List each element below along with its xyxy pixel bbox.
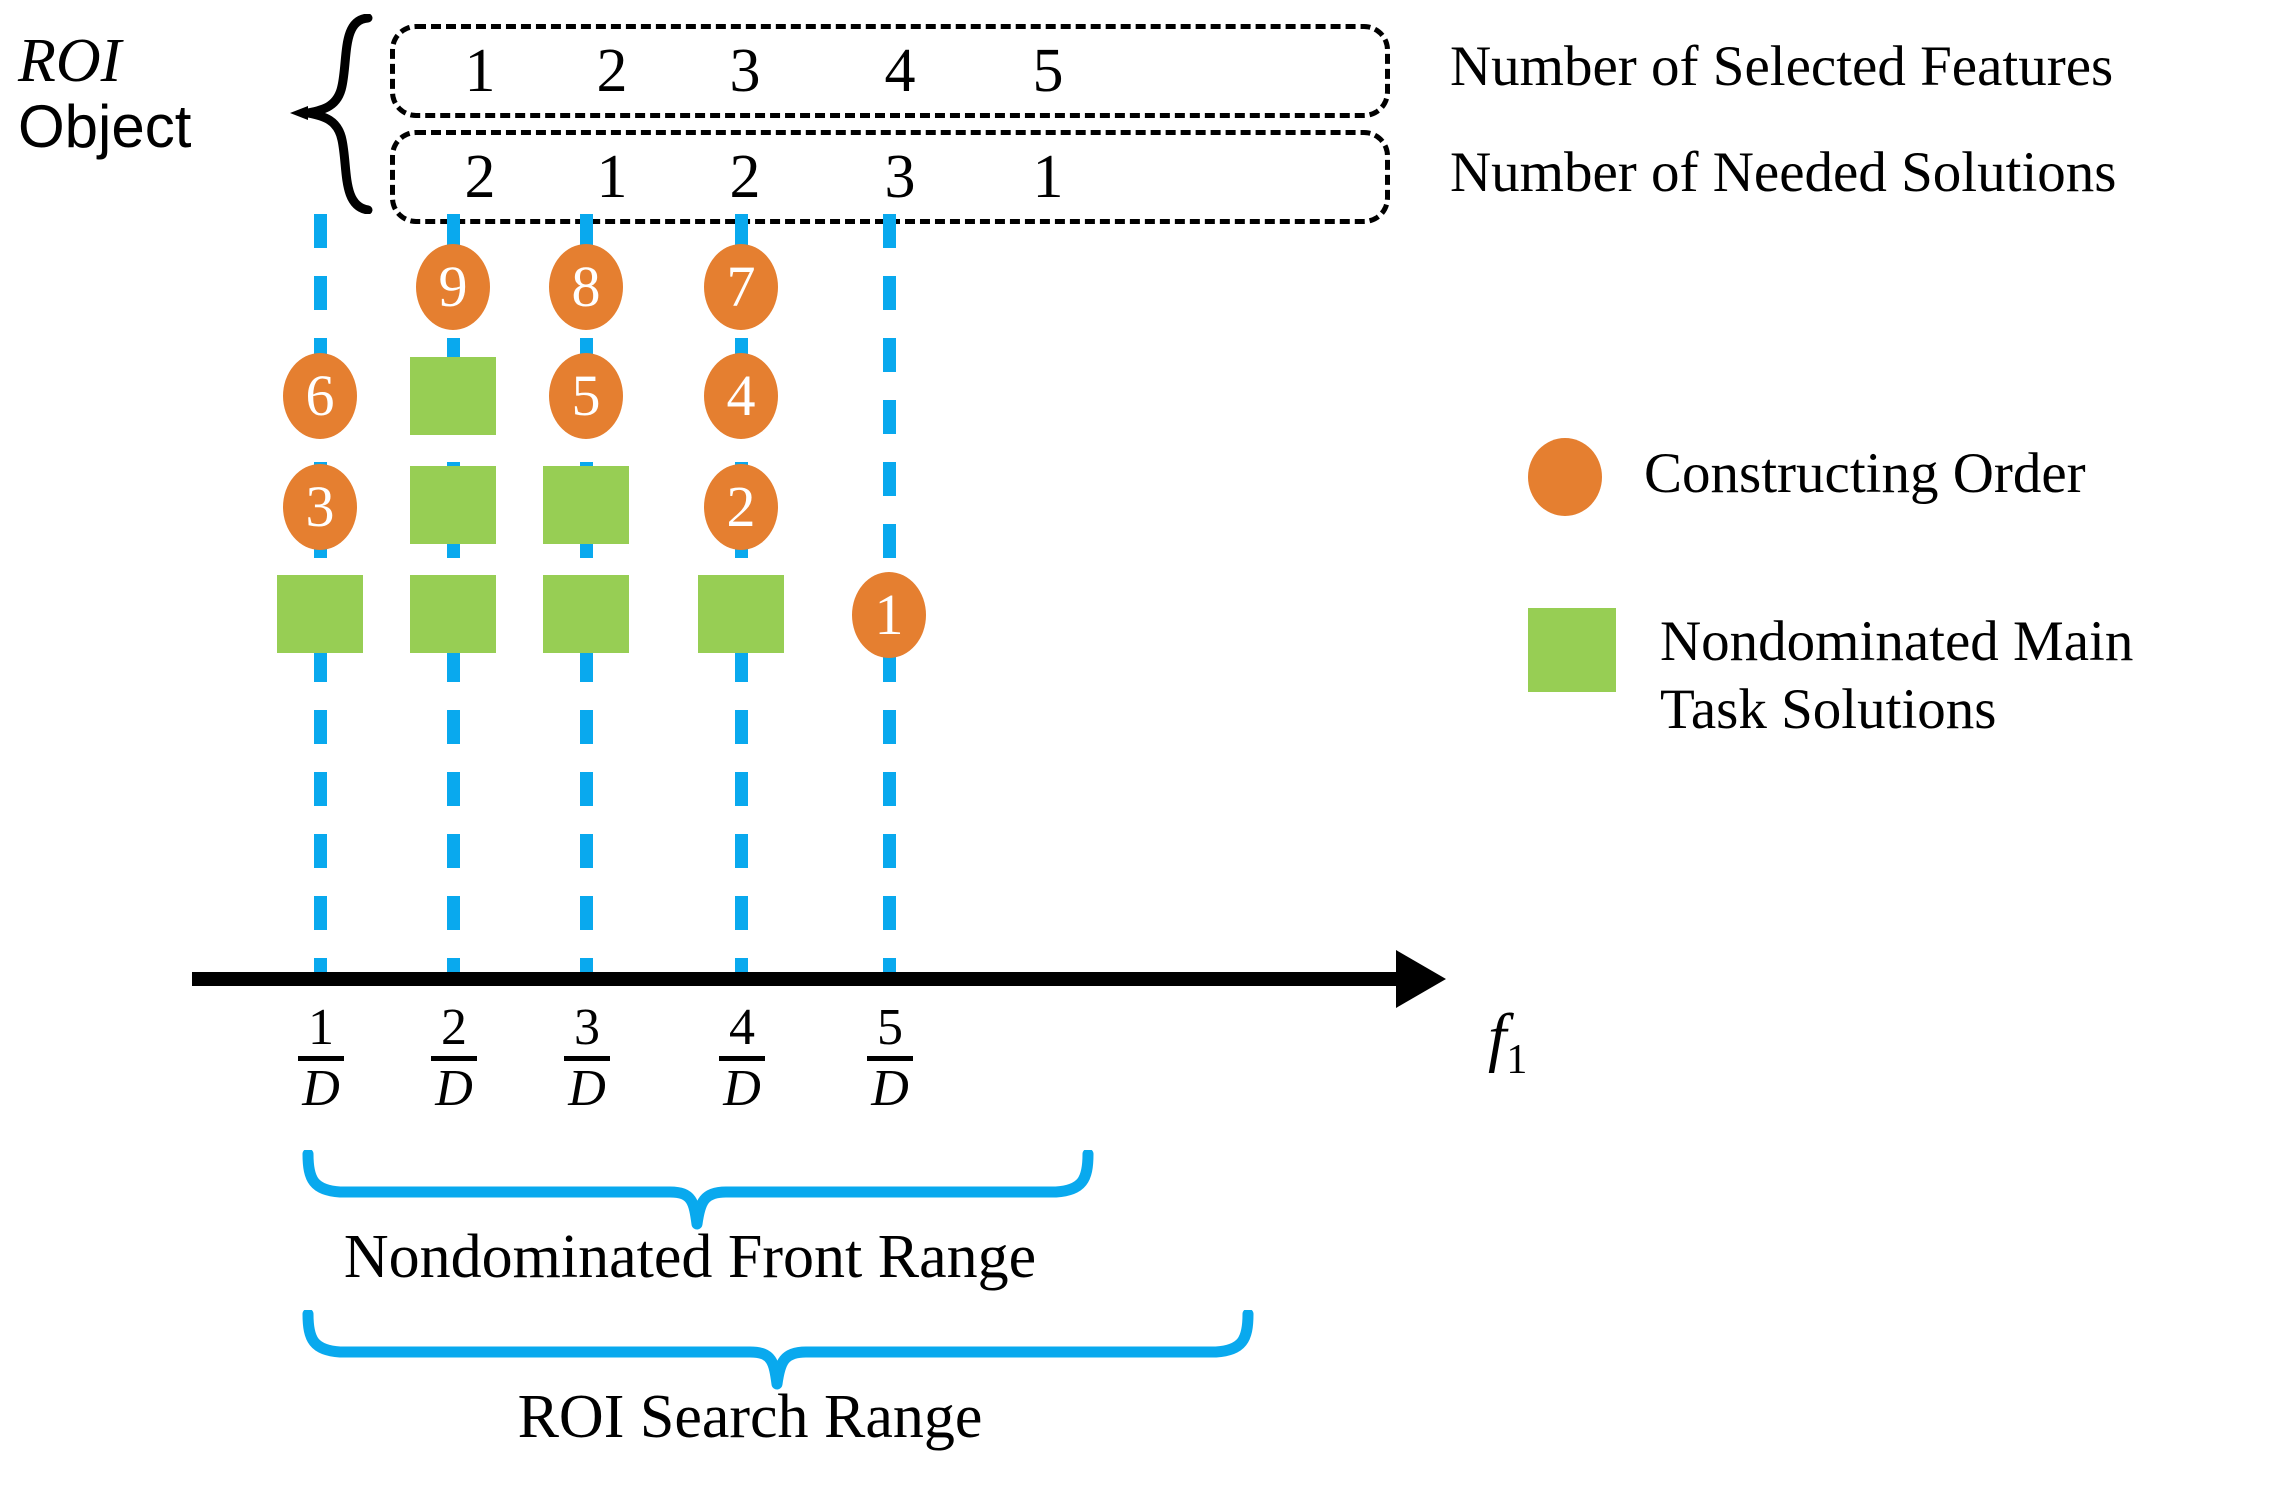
roi-curly-brace [272,13,392,215]
order-marker-1: 1 [852,572,926,658]
legend-nondominated-label: Nondominated Main Task Solutions [1660,608,2260,745]
x-axis-variable: f [1488,1001,1507,1074]
x-axis-line [192,972,1402,986]
order-marker-7: 7 [704,244,778,330]
legend-nondominated-line2: Task Solutions [1660,678,1997,742]
nondominated-square-c3-l2 [543,466,629,544]
axis-tick-1-fraction-bar [298,1056,344,1061]
axis-tick-5-numerator: 5 [877,999,903,1056]
axis-tick-1-denominator: D [302,1060,340,1117]
axis-tick-4-fraction-bar [719,1056,765,1061]
selected-features-box: 1 2 3 4 5 [390,24,1390,118]
features-cell-5: 5 [1032,37,1064,105]
features-cell-3: 3 [729,37,761,105]
solutions-cell-4: 3 [884,143,916,211]
features-cell-4: 4 [884,37,916,105]
axis-tick-3-denominator: D [568,1060,606,1117]
features-cell-2: 2 [596,37,628,105]
needed-solutions-box: 2 1 2 3 1 [390,130,1390,224]
axis-tick-1: 1 D [261,1002,381,1115]
axis-tick-3: 3 D [527,1002,647,1115]
needed-solutions-label: Number of Needed Solutions [1450,141,2117,204]
order-marker-3: 3 [283,464,357,550]
order-marker-9: 9 [416,244,490,330]
nondominated-square-c3-l1 [543,575,629,653]
axis-tick-2-numerator: 2 [441,999,467,1056]
order-marker-2: 2 [704,464,778,550]
nondominated-square-c4-l1 [698,575,784,653]
axis-tick-2: 2 D [394,1002,514,1115]
axis-tick-3-numerator: 3 [574,999,600,1056]
nondominated-square-c2-l3 [410,357,496,435]
axis-tick-4-numerator: 4 [729,999,755,1056]
nondominated-square-c2-l2 [410,466,496,544]
solutions-cell-3: 2 [729,143,761,211]
roi-search-range-brace [300,1308,1260,1390]
nondominated-square-c2-l1 [410,575,496,653]
x-axis-variable-label: f1 [1488,1000,1527,1084]
nondominated-square-c1-l1 [277,575,363,653]
order-marker-5: 5 [549,353,623,439]
order-marker-8: 8 [549,244,623,330]
nondominated-front-range-brace [300,1148,1100,1230]
x-axis-subscript: 1 [1506,1037,1528,1084]
axis-tick-3-fraction-bar [564,1056,610,1061]
axis-tick-4-denominator: D [723,1060,761,1117]
axis-tick-5: 5 D [830,1002,950,1115]
legend-square-icon [1528,608,1616,692]
roi-label-line1: ROI [18,27,122,95]
x-axis-arrowhead [1396,950,1446,1008]
axis-tick-5-fraction-bar [867,1056,913,1061]
legend-nondominated-line1: Nondominated Main [1660,610,2134,673]
nondominated-front-range-caption: Nondominated Front Range [343,1223,1037,1291]
solutions-cell-2: 1 [596,143,628,211]
features-cell-1: 1 [464,37,496,105]
selected-features-label: Number of Selected Features [1450,35,2114,98]
solutions-cell-5: 1 [1032,143,1064,211]
axis-tick-5-denominator: D [871,1060,909,1117]
roi-label-line2: Object [18,92,192,160]
order-marker-6: 6 [283,353,357,439]
order-marker-4: 4 [704,353,778,439]
roi-search-range-caption: ROI Search Range [517,1383,983,1451]
axis-tick-2-denominator: D [435,1060,473,1117]
roi-object-label: ROI Object [18,28,288,160]
legend-circle-icon [1528,438,1602,516]
legend-order-label: Constructing Order [1644,442,2086,505]
axis-tick-2-fraction-bar [431,1056,477,1061]
axis-tick-1-numerator: 1 [308,999,334,1056]
axis-tick-4: 4 D [682,1002,802,1115]
solutions-cell-1: 2 [464,143,496,211]
